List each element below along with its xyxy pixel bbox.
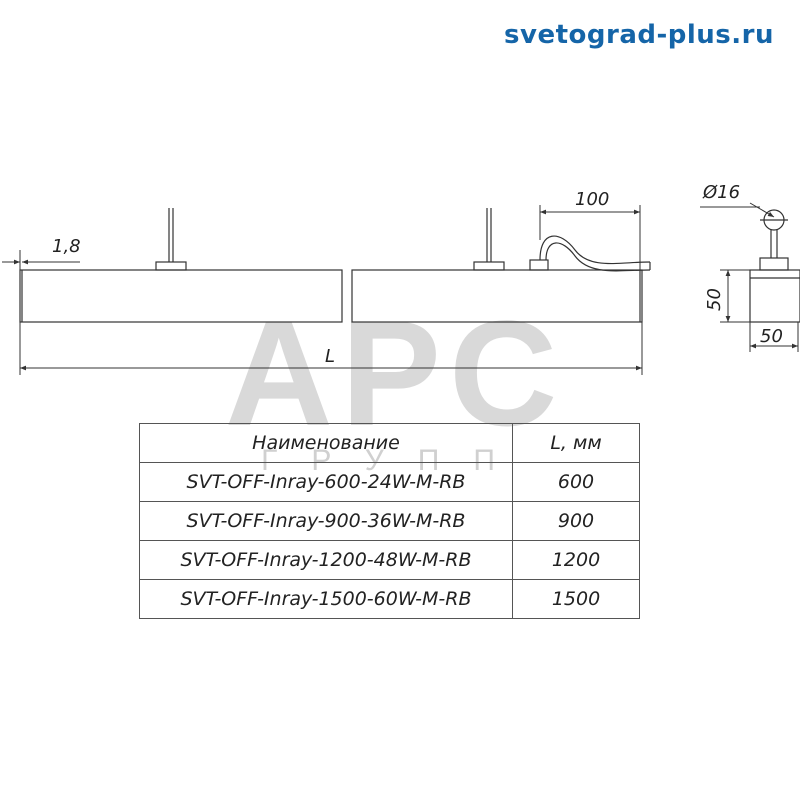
table-header-row: Наименование L, мм — [139, 423, 640, 463]
cell-length: 1200 — [512, 540, 640, 580]
cell-name: SVT-OFF-Inray-900-36W-M-RB — [139, 501, 513, 541]
cell-length: 900 — [512, 501, 640, 541]
table-row: SVT-OFF-Inray-1200-48W-M-RB 1200 — [139, 540, 640, 580]
spec-table: Наименование L, мм SVT-OFF-Inray-600-24W… — [139, 423, 640, 619]
dim-cable-diameter-label: Ø16 — [702, 182, 740, 203]
cell-name: SVT-OFF-Inray-1500-60W-M-RB — [139, 579, 513, 619]
end-view-body — [749, 269, 800, 323]
dim-end-cap-label: 1,8 — [52, 236, 81, 257]
site-url[interactable]: svetograd-plus.ru — [504, 20, 774, 50]
dim-height-label: 50 — [704, 288, 725, 311]
power-cable — [529, 235, 651, 272]
dim-width-label: 50 — [760, 326, 783, 347]
table-row: SVT-OFF-Inray-600-24W-M-RB 600 — [139, 462, 640, 502]
cell-length: 600 — [512, 462, 640, 502]
hanger-right — [473, 208, 505, 271]
dim-width — [749, 322, 799, 352]
cell-length: 1500 — [512, 579, 640, 619]
hanger-left — [155, 208, 187, 271]
dim-length-label: L — [325, 346, 335, 367]
cell-name: SVT-OFF-Inray-600-24W-M-RB — [139, 462, 513, 502]
table-row: SVT-OFF-Inray-1500-60W-M-RB 1500 — [139, 579, 640, 619]
dim-height — [720, 269, 750, 323]
dim-end-cap — [2, 250, 80, 270]
luminaire-side-view — [19, 208, 651, 323]
table-row: SVT-OFF-Inray-900-36W-M-RB 900 — [139, 501, 640, 541]
header-length: L, мм — [512, 423, 640, 463]
dim-cable-offset-label: 100 — [575, 189, 609, 210]
dim-cable-offset — [539, 205, 641, 270]
header-name: Наименование — [139, 423, 513, 463]
cell-name: SVT-OFF-Inray-1200-48W-M-RB — [139, 540, 513, 580]
dim-length — [19, 322, 643, 375]
luminaire-end-view — [749, 209, 800, 323]
dim-cable-diameter — [700, 202, 775, 218]
